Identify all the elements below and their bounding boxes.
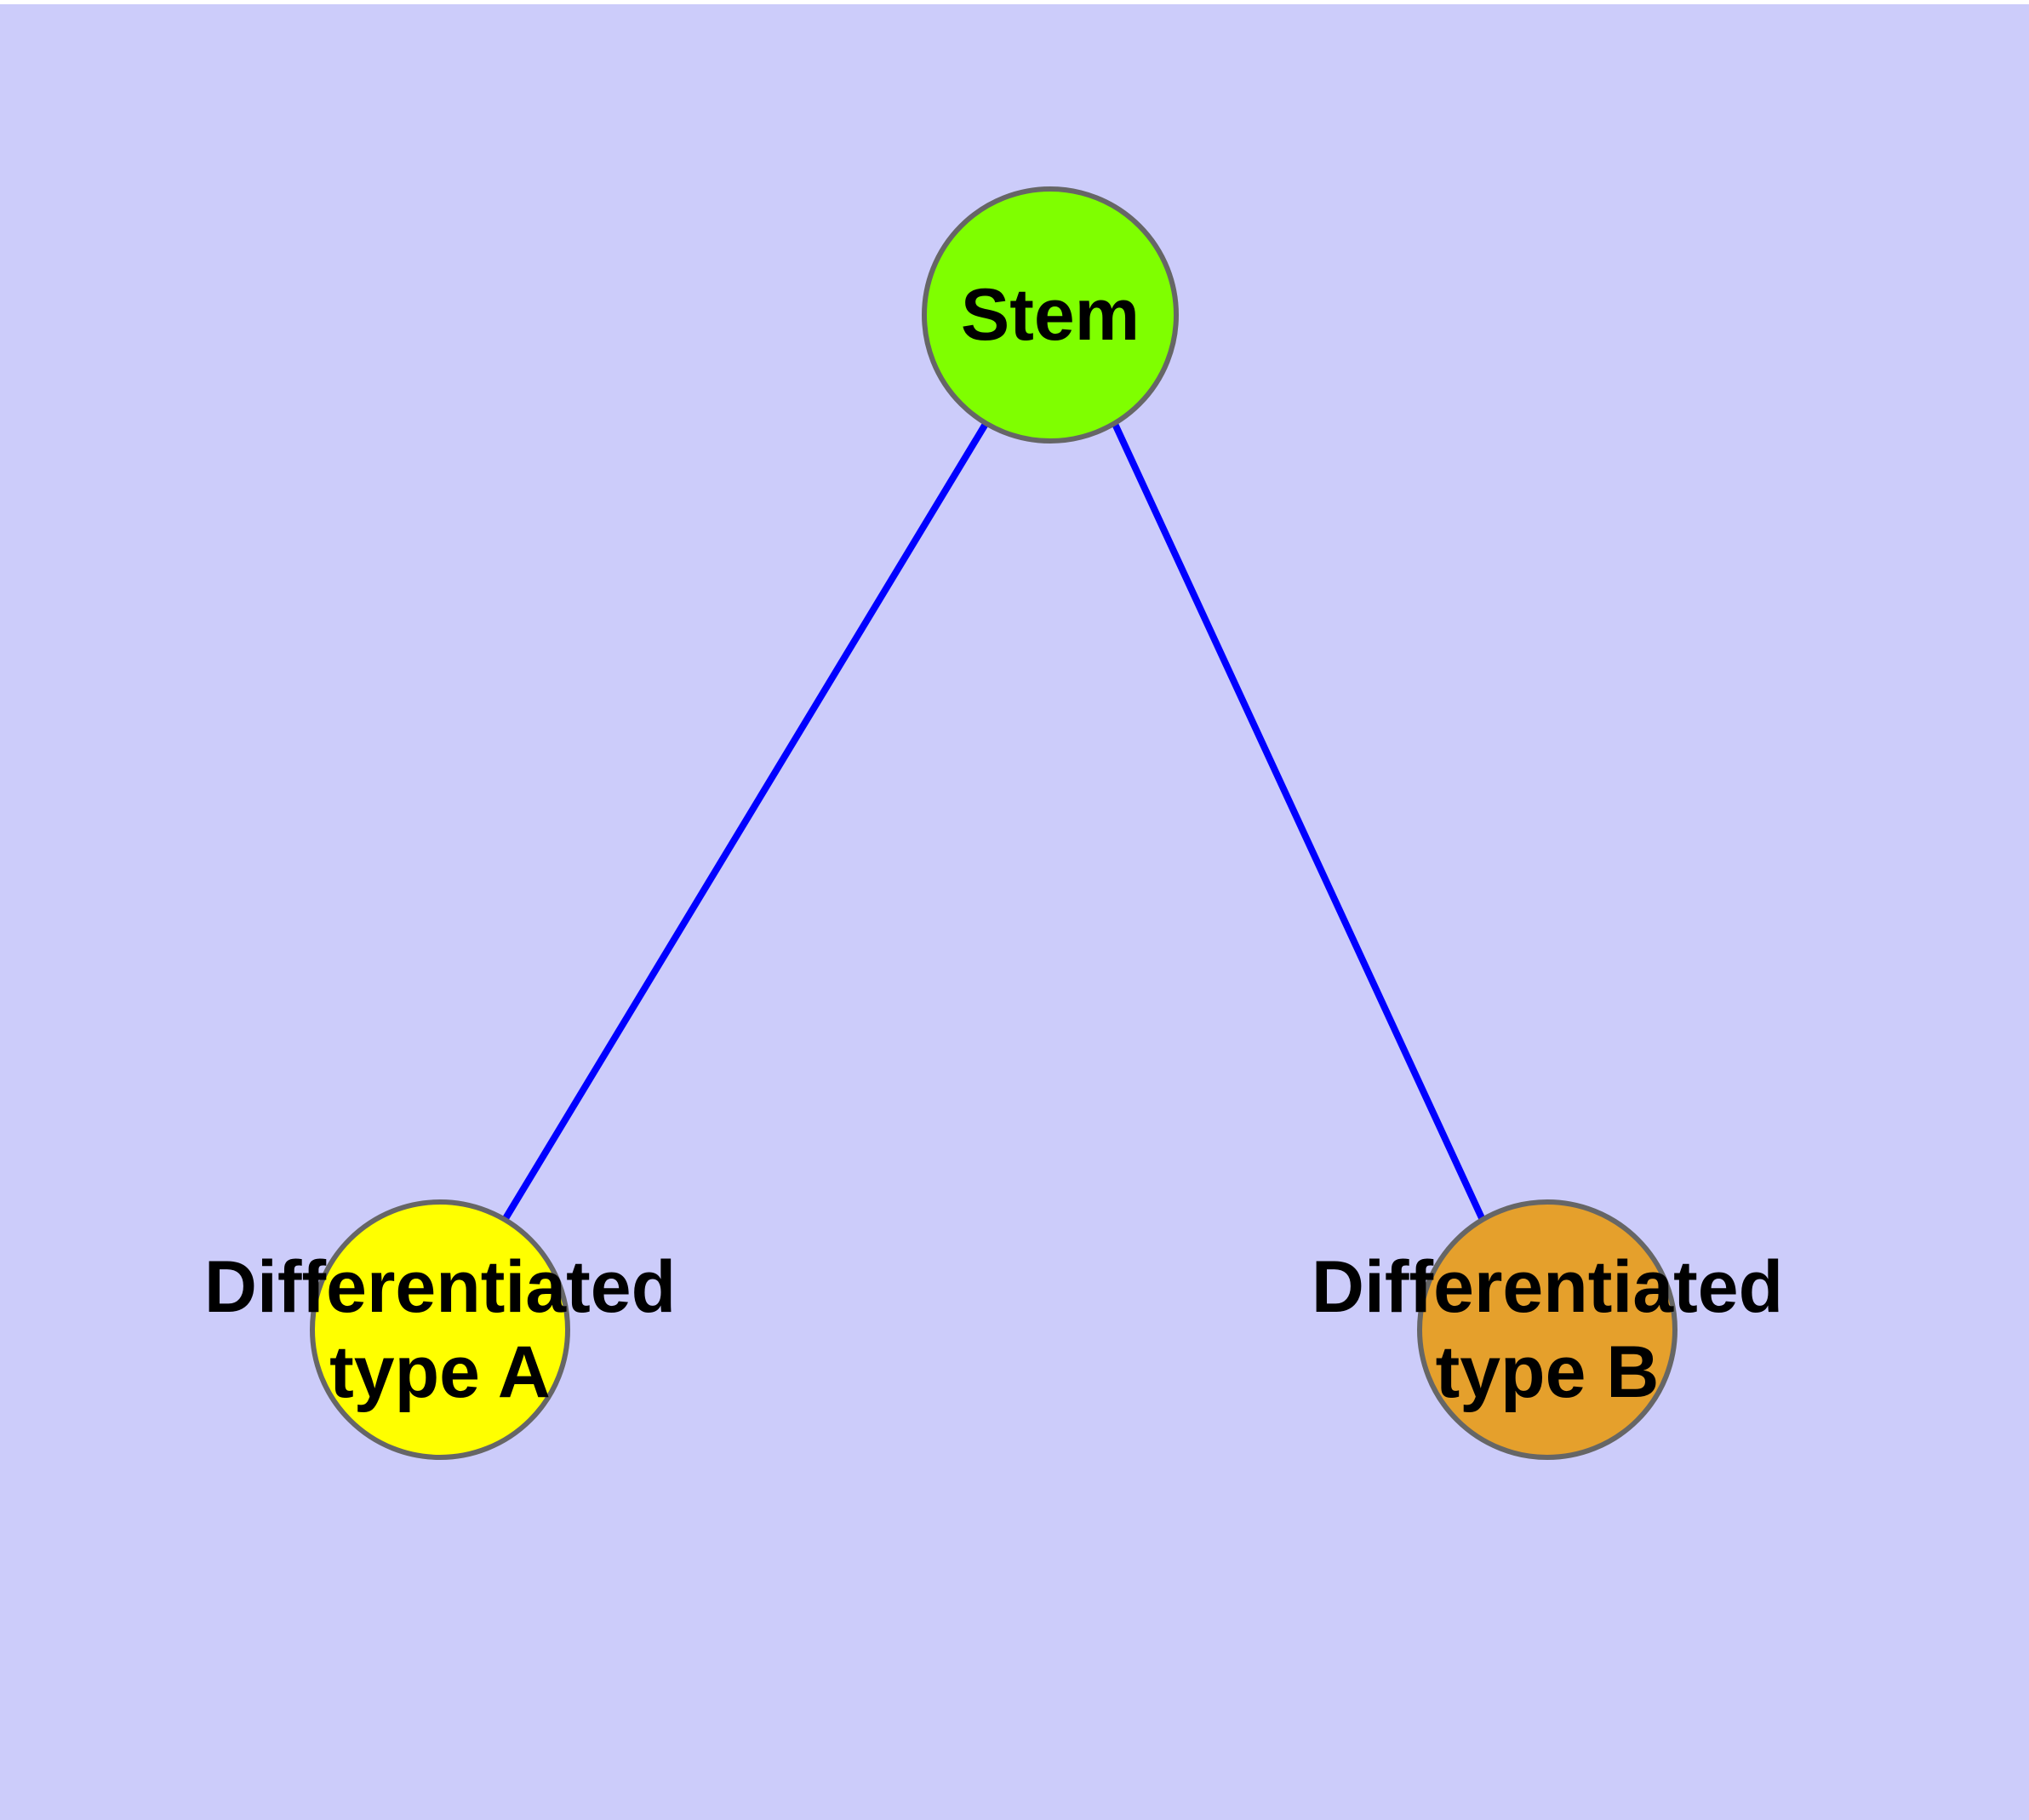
graph-edge-stem-diff_a	[501, 421, 989, 1222]
graph-edge-stem-diff_b	[1112, 422, 1486, 1222]
graph-node-label-line: Differentiated	[1312, 1246, 1783, 1328]
graph-node-diff_a[interactable]	[310, 1199, 570, 1460]
graph-node-label-stem: Stem	[961, 274, 1140, 356]
nodes-group	[310, 186, 1677, 1460]
graph-node-label-line: Differentiated	[204, 1246, 676, 1328]
graph-node-label-line: type A	[329, 1331, 551, 1413]
edges-group	[501, 421, 1486, 1222]
graph-node-label-line: type B	[1436, 1331, 1660, 1413]
graph-node-label-line: Stem	[961, 274, 1140, 356]
graph-node-diff_b[interactable]	[1417, 1199, 1677, 1460]
graph-node-stem[interactable]	[922, 186, 1179, 444]
